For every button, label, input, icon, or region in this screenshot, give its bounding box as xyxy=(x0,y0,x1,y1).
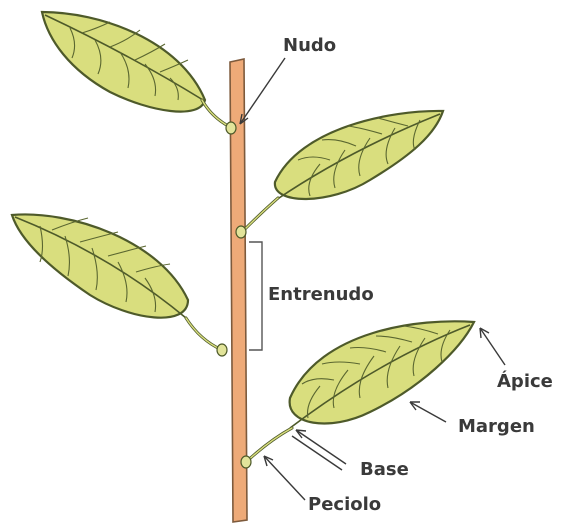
leaf-top-left xyxy=(42,12,236,134)
leaf-upper-right xyxy=(236,111,443,238)
label-nudo: Nudo xyxy=(283,35,336,56)
pointer-base xyxy=(296,430,346,464)
label-margen: Margen xyxy=(458,416,535,437)
pointer-nudo xyxy=(240,58,285,124)
node-2 xyxy=(236,226,246,238)
label-peciolo: Peciolo xyxy=(308,494,381,515)
label-entrenudo: Entrenudo xyxy=(268,284,374,305)
label-apice: Ápice xyxy=(497,370,553,392)
bracket-entrenudo xyxy=(249,242,262,350)
leaf-middle-left xyxy=(12,214,227,356)
node-4 xyxy=(241,456,251,468)
node-1 xyxy=(226,122,236,134)
node-3 xyxy=(217,344,227,356)
pointer-peciolo xyxy=(264,456,305,500)
pointer-apice xyxy=(480,328,505,365)
label-base: Base xyxy=(360,459,409,480)
pointer-margen xyxy=(410,402,446,422)
leaf-lower-right xyxy=(241,321,474,468)
